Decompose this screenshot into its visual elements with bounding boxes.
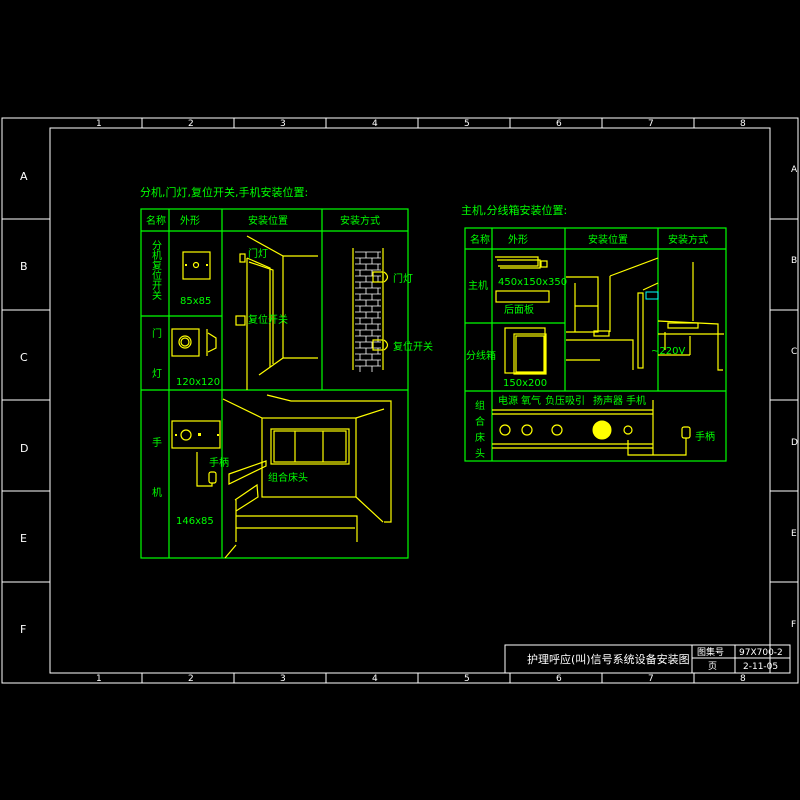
col-label: 1 <box>96 119 102 129</box>
method-reset-switch-label: 复位开关 <box>393 340 433 353</box>
header-shape: 外形 <box>508 234 528 246</box>
col-label: 6 <box>556 674 562 684</box>
right-section-title: 主机,分线箱安装位置: <box>461 203 567 217</box>
row-name-switch: 分机复位开关 <box>150 240 162 301</box>
col-label: 8 <box>740 674 746 684</box>
left-section-title: 分机,门灯,复位开关,手机安装位置: <box>140 185 308 199</box>
row-label: D <box>20 442 28 455</box>
row-name-host: 主机 <box>468 279 488 292</box>
col-label: 4 <box>372 119 378 129</box>
rear-panel-label: 后面板 <box>504 303 534 316</box>
col-label: 1 <box>96 674 102 684</box>
label-handle: 手柄 <box>695 430 715 443</box>
page-number: 2-11-05 <box>743 662 778 672</box>
col-label: 2 <box>188 119 194 129</box>
header-position: 安装位置 <box>248 214 288 227</box>
reset-switch-label: 复位开关 <box>248 313 288 326</box>
row-label: A <box>20 170 28 183</box>
door-position-drawing <box>235 235 318 390</box>
voltage-label: ~220V <box>651 346 685 357</box>
handset-shape <box>171 420 221 487</box>
atlas-label: 图集号 <box>697 646 724 658</box>
col-label: 5 <box>464 119 470 129</box>
header-shape: 外形 <box>180 215 200 227</box>
row-name-bed-panel: 组合床头 <box>473 399 485 464</box>
junction-box-size: 150x200 <box>503 378 547 389</box>
row-label: B <box>791 256 797 266</box>
label-oxygen: 氧气 <box>521 394 541 407</box>
col-label: 3 <box>280 674 286 684</box>
door-light-label: 门灯 <box>248 247 268 260</box>
room-drawing <box>222 394 392 559</box>
label-speaker: 扬声器 <box>593 394 623 407</box>
col-label: 8 <box>740 119 746 129</box>
header-name: 名称 <box>146 214 166 227</box>
row-label: F <box>20 623 26 636</box>
col-label: 2 <box>188 674 194 684</box>
column-labels-bottom: 1 2 3 4 5 6 7 8 <box>96 674 746 684</box>
mounting-drawing <box>657 262 724 371</box>
door-light-size: 120x120 <box>176 377 220 388</box>
column-labels-top: 1 2 3 4 5 6 7 8 <box>96 119 746 129</box>
col-label: 4 <box>372 674 378 684</box>
row-label: C <box>20 351 28 364</box>
col-label: 3 <box>280 119 286 129</box>
row-dividers <box>2 218 798 583</box>
handle-label: 手柄 <box>209 456 229 469</box>
row-name-door-light: 门灯 <box>150 327 162 408</box>
row-label: B <box>20 260 28 273</box>
col-label: 6 <box>556 119 562 129</box>
col-dividers <box>141 118 695 683</box>
col-label: 7 <box>648 674 654 684</box>
brick-wall-drawing <box>352 248 389 372</box>
row-label: F <box>791 620 796 630</box>
page-label: 页 <box>708 661 717 672</box>
row-label: D <box>791 438 798 448</box>
header-method: 安装方式 <box>668 233 708 246</box>
door-light-shape <box>171 328 217 357</box>
row-label: E <box>791 529 797 539</box>
right-table <box>464 227 727 462</box>
host-size: 450x150x350 <box>498 277 567 288</box>
nurse-station-drawing <box>566 257 659 370</box>
col-label: 7 <box>648 119 654 129</box>
host-shape <box>495 256 550 303</box>
bed-panel-drawing <box>492 400 691 456</box>
outer-border <box>1 117 799 684</box>
drawing-title: 护理呼应(叫)信号系统设备安装图 <box>527 652 690 666</box>
header-method: 安装方式 <box>340 214 380 227</box>
switch-shape <box>182 251 211 280</box>
row-label: A <box>791 165 798 175</box>
handset-size: 146x85 <box>176 516 214 527</box>
row-name-handset: 手机 <box>150 436 162 537</box>
row-label: C <box>791 347 797 357</box>
row-name-junction-box: 分线箱 <box>466 349 496 362</box>
switch-size: 85x85 <box>180 296 211 307</box>
row-labels: A B C D E F A B C D E F <box>20 165 798 636</box>
header-position: 安装位置 <box>588 233 628 246</box>
method-door-light-label: 门灯 <box>393 272 413 285</box>
row-label: E <box>20 532 27 545</box>
col-label: 5 <box>464 674 470 684</box>
header-name: 名称 <box>470 233 490 246</box>
left-table <box>140 208 409 559</box>
junction-box-shape <box>504 327 547 375</box>
bed-panel-label: 组合床头 <box>268 471 308 484</box>
label-handset: 手机 <box>626 394 646 407</box>
title-block <box>504 644 791 674</box>
label-power: 电源 <box>498 394 518 407</box>
atlas-number: 97X700-2 <box>739 648 783 658</box>
label-suction: 负压吸引 <box>545 394 585 407</box>
